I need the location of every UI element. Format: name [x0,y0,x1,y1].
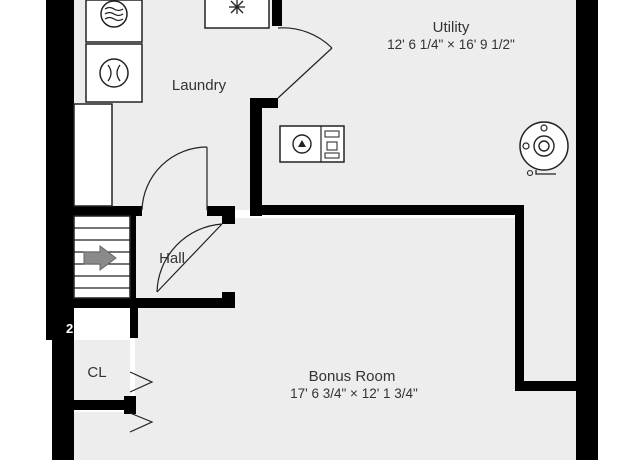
left-lower-wall [52,300,74,460]
floors [74,0,580,460]
closet-door-jamb [124,396,136,414]
stair-treads [73,215,131,299]
hall-label: Hall [159,250,185,267]
stairs [73,215,131,299]
utility-room-label: Utility [433,19,470,36]
right-outer-wall [576,0,598,460]
closet-label: CL [87,364,106,381]
water-heater-icon [279,125,345,163]
bonus-room-label: Bonus Room [309,368,396,385]
walls [46,0,598,460]
utility-floor [262,0,576,210]
utility-corner-wall [515,381,576,391]
laundry-room-label: Laundry [172,77,227,94]
laundry-counter [73,103,113,207]
hall-door [156,223,223,293]
laundry-bottom-wall [74,206,142,216]
dryer-icon [85,43,143,103]
utility-bottom-wall [250,205,522,215]
bonus-room-dimensions: 17' 6 3/4" × 12' 1 3/4" [290,386,418,401]
laundry-door [141,146,208,211]
hall-door-post [222,206,235,224]
sump-pump-icon [519,121,569,177]
stair-bottom-wall [74,298,135,308]
lower-left-floor [74,412,136,460]
stair-right-wall [130,214,136,308]
bonus-room-lower-floor [135,306,580,460]
hall-floor [135,210,235,300]
stairs-arrow-icon [83,245,117,271]
closet-bifold-door [129,371,154,433]
utility-door [277,27,333,99]
hall-bottom-wall [135,298,235,308]
left-outer-wall [46,0,74,340]
utility-inner-wall [515,205,524,391]
laundry-utility-wall [250,98,262,216]
utility-room-dimensions: 12' 6 1/4" × 16' 9 1/2" [387,37,515,52]
stairs-dimensions: 2' 1" × 11" [66,321,128,336]
laundry-door-jamb [207,206,235,216]
laundry-utility-wall-stub [250,98,278,108]
closet-floor [74,340,130,400]
closet-bottom-wall [74,400,136,410]
washer-icon [85,0,143,43]
hvac-unit-icon [204,0,270,29]
closet-right-wall [130,308,138,338]
laundry-utility-wall-top [272,0,282,26]
